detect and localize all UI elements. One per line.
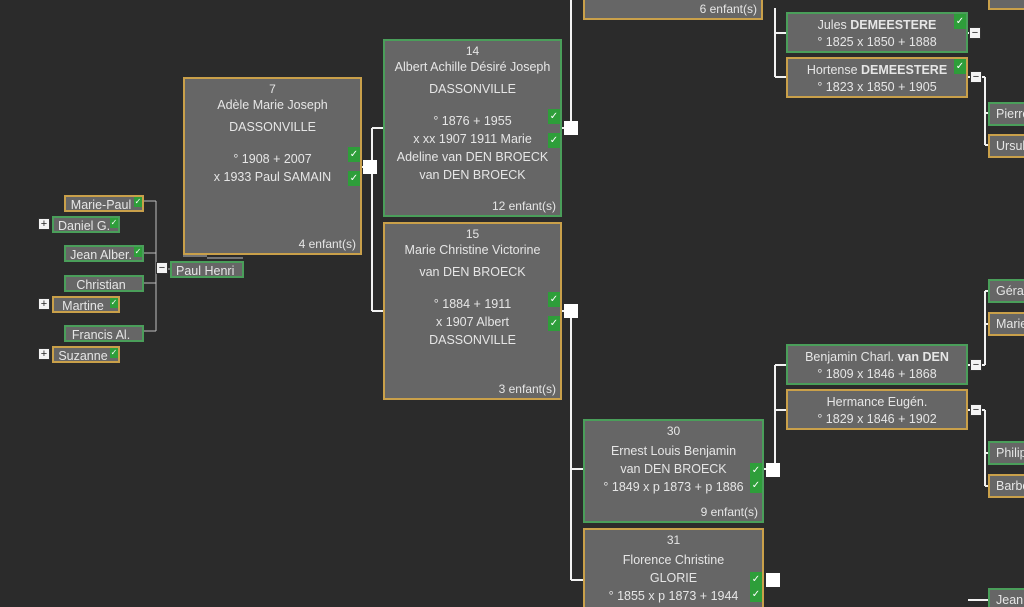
check-icon: ✓ <box>134 247 142 257</box>
person-dates: ° 1829 x 1846 + 1902 <box>817 412 937 426</box>
person-number: 7 <box>269 82 276 96</box>
person-marriage: x xx 1907 1911 Marie <box>413 132 532 146</box>
expand-parents-node[interactable] <box>564 304 578 318</box>
person-surname: GLORIE <box>649 571 698 585</box>
person-marriage: Adeline van DEN BROECK <box>396 150 549 164</box>
check-icon: ✓ <box>110 298 118 308</box>
person-name: Benjamin Charl. van DEN <box>805 350 949 364</box>
children-count: 3 enfant(s) <box>498 382 556 396</box>
collapse-toggle[interactable]: − <box>970 359 982 371</box>
check-icon: ✓ <box>110 218 118 228</box>
person-card-jean[interactable]: Jean <box>988 588 1024 607</box>
verified-check-icon: ✓ <box>954 14 966 29</box>
person-card-pierre[interactable]: Pierre <box>988 102 1024 126</box>
check-icon: ✓ <box>134 197 142 207</box>
children-count: 9 enfant(s) <box>700 505 758 519</box>
verified-check-icon: ✓ <box>348 171 360 186</box>
person-dates: ° 1876 + 1955 <box>433 114 512 128</box>
person-card-benjamin[interactable]: Benjamin Charl. van DEN ° 1809 x 1846 + … <box>786 344 968 385</box>
person-given-names: Albert Achille Désiré Joseph <box>394 60 551 74</box>
children-count: 12 enfant(s) <box>491 199 556 213</box>
descendant-jean-albert[interactable]: Jean Alber. ✓ <box>64 245 144 262</box>
descendant-francis[interactable]: Francis Al. <box>64 325 144 342</box>
expand-parents-node[interactable] <box>766 573 780 587</box>
person-dates: ° 1849 x p 1873 + p 1886 <box>603 480 744 494</box>
person-surname: DASSONVILLE <box>229 120 316 134</box>
person-name: Hortense DEMEESTERE <box>806 63 948 77</box>
descendant-suzanne[interactable]: Suzanne ✓ <box>52 346 120 363</box>
person-marriage: x 1933 Paul SAMAIN <box>213 170 332 184</box>
person-card-hermance[interactable]: Hermance Eugén. ° 1829 x 1846 + 1902 <box>786 389 968 430</box>
person-marriage: x 1907 Albert <box>436 315 509 329</box>
person-card-jules[interactable]: Jules DEMEESTERE ° 1825 x 1850 + 1888 ✓ <box>786 12 968 53</box>
person-dates: ° 1825 x 1850 + 1888 <box>817 35 937 49</box>
person-surname: van DEN BROECK <box>419 265 526 279</box>
expand-parents-node[interactable] <box>766 463 780 477</box>
person-card-hortense[interactable]: Hortense DEMEESTERE ° 1823 x 1850 + 1905… <box>786 57 968 98</box>
person-number: 31 <box>666 533 681 547</box>
person-card-marie[interactable]: Marie <box>988 312 1024 336</box>
verified-check-icon: ✓ <box>548 292 560 307</box>
descendant-marie-paul[interactable]: Marie-Paul ✓ <box>64 195 144 212</box>
person-card-philippe[interactable]: Philip <box>988 441 1024 465</box>
person-dates: ° 1823 x 1850 + 1905 <box>817 80 937 94</box>
verified-check-icon: ✓ <box>548 316 560 331</box>
person-name: Jules DEMEESTERE <box>817 18 937 32</box>
person-surname: van DEN BROECK <box>620 462 727 476</box>
person-number: 14 <box>465 44 480 58</box>
person-card-30[interactable]: 30 Ernest Louis Benjamin van DEN BROECK … <box>583 419 764 523</box>
collapse-toggle[interactable]: − <box>969 27 981 39</box>
person-card-top-partial[interactable]: 6 enfant(s) <box>583 0 763 20</box>
person-number: 30 <box>666 424 681 438</box>
expand-parents-node[interactable] <box>363 160 377 174</box>
person-dates: ° 1809 x 1846 + 1868 <box>817 367 937 381</box>
person-given-names: Marie Christine Victorine <box>404 243 541 257</box>
descendant-daniel[interactable]: Daniel G. ✓ <box>52 216 120 233</box>
person-surname: DASSONVILLE <box>429 82 516 96</box>
person-card-14[interactable]: 14 Albert Achille Désiré Joseph DASSONVI… <box>383 39 562 217</box>
expand-toggle[interactable]: + <box>38 218 50 230</box>
person-card-15[interactable]: 15 Marie Christine Victorine van DEN BRO… <box>383 222 562 400</box>
children-count: 4 enfant(s) <box>298 237 356 251</box>
person-given-names: Ernest Louis Benjamin <box>610 444 737 458</box>
person-card-31[interactable]: 31 Florence Christine GLORIE ° 1855 x p … <box>583 528 764 607</box>
person-marriage: van DEN BROECK <box>419 168 526 182</box>
person-marriage: DASSONVILLE <box>429 333 516 347</box>
collapse-toggle[interactable]: − <box>156 262 168 274</box>
descendant-christian[interactable]: Christian <box>64 275 144 292</box>
verified-check-icon: ✓ <box>348 147 360 162</box>
verified-check-icon: ✓ <box>750 587 762 602</box>
verified-check-icon: ✓ <box>750 463 762 478</box>
person-card-edge[interactable] <box>988 0 1024 10</box>
descendant-martine[interactable]: Martine ✓ <box>52 296 120 313</box>
verified-check-icon: ✓ <box>750 572 762 587</box>
expand-toggle[interactable]: + <box>38 348 50 360</box>
expand-parents-node[interactable] <box>564 121 578 135</box>
expand-toggle[interactable]: + <box>38 298 50 310</box>
descendant-paul-henri[interactable]: Paul Henri <box>170 261 244 278</box>
person-given-names: Florence Christine <box>622 553 725 567</box>
person-card-ursule[interactable]: Ursul <box>988 134 1024 158</box>
check-icon: ✓ <box>110 348 118 358</box>
verified-check-icon: ✓ <box>750 478 762 493</box>
person-card-7[interactable]: 7 Adèle Marie Joseph DASSONVILLE ° 1908 … <box>183 77 362 255</box>
person-given-names: Adèle Marie Joseph <box>217 98 328 112</box>
person-number: 15 <box>465 227 480 241</box>
person-dates: ° 1908 + 2007 <box>233 152 312 166</box>
collapse-toggle[interactable]: − <box>970 404 982 416</box>
person-card-barbe[interactable]: Barbe <box>988 474 1024 498</box>
collapse-toggle[interactable]: − <box>970 71 982 83</box>
person-dates: ° 1884 + 1911 <box>433 297 512 311</box>
person-dates: ° 1855 x p 1873 + 1944 <box>608 589 739 603</box>
verified-check-icon: ✓ <box>954 59 966 74</box>
person-card-gerard[interactable]: Géra <box>988 279 1024 303</box>
children-count: 6 enfant(s) <box>699 2 757 16</box>
person-name: Hermance Eugén. <box>826 395 928 409</box>
verified-check-icon: ✓ <box>548 109 560 124</box>
verified-check-icon: ✓ <box>548 133 560 148</box>
